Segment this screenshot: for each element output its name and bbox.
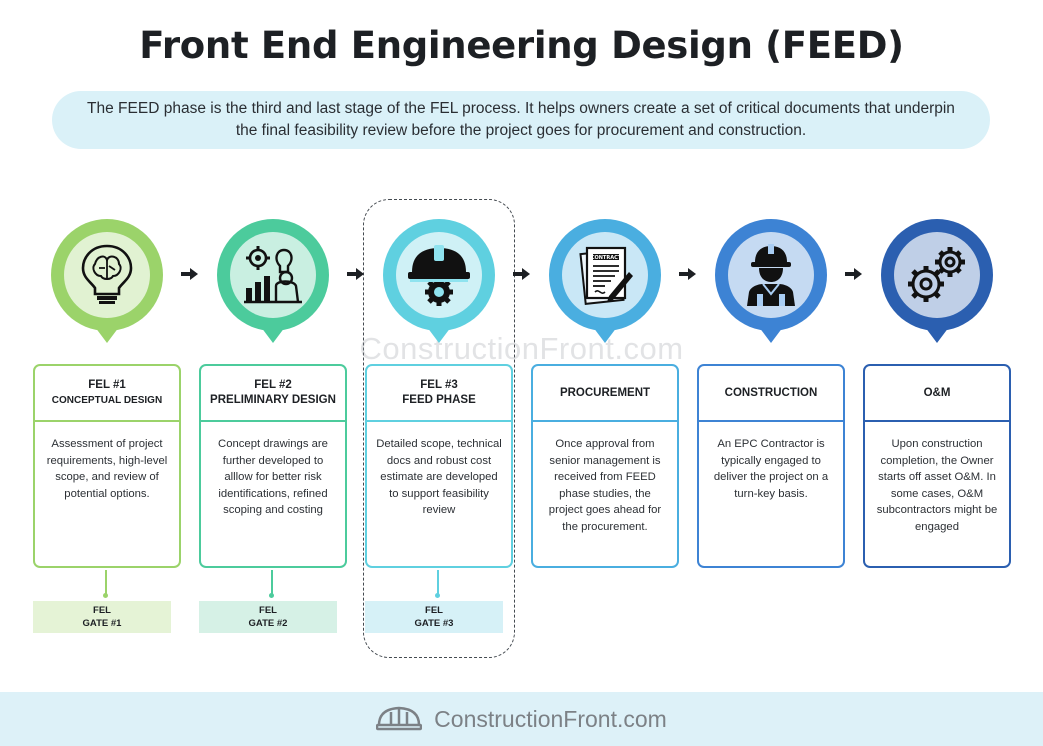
stage-heading-primary: CONSTRUCTION xyxy=(724,386,818,399)
page-title: Front End Engineering Design (FEED) xyxy=(139,24,904,67)
stage-description: Assessment of project requirements, high… xyxy=(46,438,168,500)
stage-card: O&M Upon construction completion, the Own… xyxy=(863,364,1011,568)
construction-worker-icon xyxy=(728,232,814,318)
svg-text:CONTRACT: CONTRACT xyxy=(591,255,622,261)
stage-heading: CONSTRUCTION xyxy=(699,366,843,422)
stage-heading-secondary: FEED PHASE xyxy=(402,394,476,406)
brain-lightbulb-icon xyxy=(64,232,150,318)
stage-description: Detailed scope, technical docs and robus… xyxy=(376,438,502,517)
hardhat-gear-icon xyxy=(396,232,482,318)
stage-heading-primary: FEL #1 xyxy=(88,379,126,391)
stage-description: Once approval from senior management is … xyxy=(548,438,662,533)
gate-number: GATE #1 xyxy=(82,618,122,629)
gate-connector xyxy=(105,570,107,596)
stage-card: CONSTRUCTION An EPC Contractor is typical… xyxy=(697,364,845,568)
stage-card: FEL #1 CONCEPTUAL DESIGN Assessment of pro… xyxy=(33,364,181,568)
arrow-right-icon xyxy=(512,266,532,282)
arrow-right-icon xyxy=(844,266,864,282)
fel-gate-1: FEL GATE #1 xyxy=(33,601,171,633)
arrow-right-icon xyxy=(346,266,366,282)
stage-heading-primary: PROCUREMENT xyxy=(559,386,651,399)
footer-brand: ConstructionFront.com xyxy=(434,705,667,732)
arrow-right-icon xyxy=(678,266,698,282)
stage-heading: FEL #3 FEED PHASE xyxy=(367,366,511,422)
stage-procurement: CONTRACT PROCUREMENT Once approval from se… xyxy=(531,0,679,570)
gears-icon xyxy=(894,232,980,318)
watermark: ConstructionFront.com xyxy=(359,331,684,366)
feed-phase-highlight xyxy=(363,199,515,658)
gear-chart-idea-icon xyxy=(230,232,316,318)
gate-number: GATE #2 xyxy=(248,618,288,629)
hardhat-logo-icon xyxy=(375,703,423,736)
fel-gate-2: FEL GATE #2 xyxy=(199,601,337,633)
contract-document-icon: CONTRACT xyxy=(562,232,648,318)
stage-description: Upon construction completion, the Owner … xyxy=(876,438,998,533)
stage-heading: FEL #1 CONCEPTUAL DESIGN xyxy=(35,366,179,422)
stage-heading: O&M xyxy=(865,366,1009,422)
intro-banner: The FEED phase is the third and last sta… xyxy=(52,91,990,149)
fel-gate-3: FEL GATE #3 xyxy=(365,601,503,633)
gate-connector xyxy=(271,570,273,596)
gate-connector-dot xyxy=(269,593,274,598)
stage-card: FEL #2 PRELIMINARY DESIGN Concept drawings… xyxy=(199,364,347,568)
arrow-right-icon xyxy=(180,266,200,282)
stage-fel2: FEL #2 PRELIMINARY DESIGN Concept drawings… xyxy=(199,0,347,633)
gate-number: GATE #3 xyxy=(414,618,454,629)
stage-description: Concept drawings are further developed t… xyxy=(218,438,328,517)
stage-fel3: FEL #3 FEED PHASE Detailed scope, technica… xyxy=(365,0,513,633)
stage-heading: PROCUREMENT xyxy=(533,366,677,422)
stage-construction: CONSTRUCTION An EPC Contractor is typical… xyxy=(697,0,845,570)
stage-fel1: FEL #1 CONCEPTUAL DESIGN Assessment of pro… xyxy=(33,0,181,633)
gate-connector xyxy=(437,570,439,596)
stage-heading-primary: O&M xyxy=(923,386,951,399)
stage-om: O&M Upon construction completion, the Own… xyxy=(863,0,1011,570)
gate-label: FEL xyxy=(425,605,443,616)
gate-label: FEL xyxy=(93,605,111,616)
gate-connector-dot xyxy=(435,593,440,598)
stage-card: FEL #3 FEED PHASE Detailed scope, technica… xyxy=(365,364,513,568)
stage-card: PROCUREMENT Once approval from senior man… xyxy=(531,364,679,568)
footer: ConstructionFront.com xyxy=(0,692,1043,746)
stage-description: An EPC Contractor is typically engaged t… xyxy=(713,438,829,500)
stage-heading-primary: FEL #2 xyxy=(254,379,292,391)
stage-heading: FEL #2 PRELIMINARY DESIGN xyxy=(201,366,345,422)
stage-heading-secondary: PRELIMINARY DESIGN xyxy=(210,394,336,406)
gate-label: FEL xyxy=(259,605,277,616)
stage-heading-primary: FEL #3 xyxy=(420,379,458,391)
stage-heading-secondary: CONCEPTUAL DESIGN xyxy=(51,395,163,406)
gate-connector-dot xyxy=(103,593,108,598)
